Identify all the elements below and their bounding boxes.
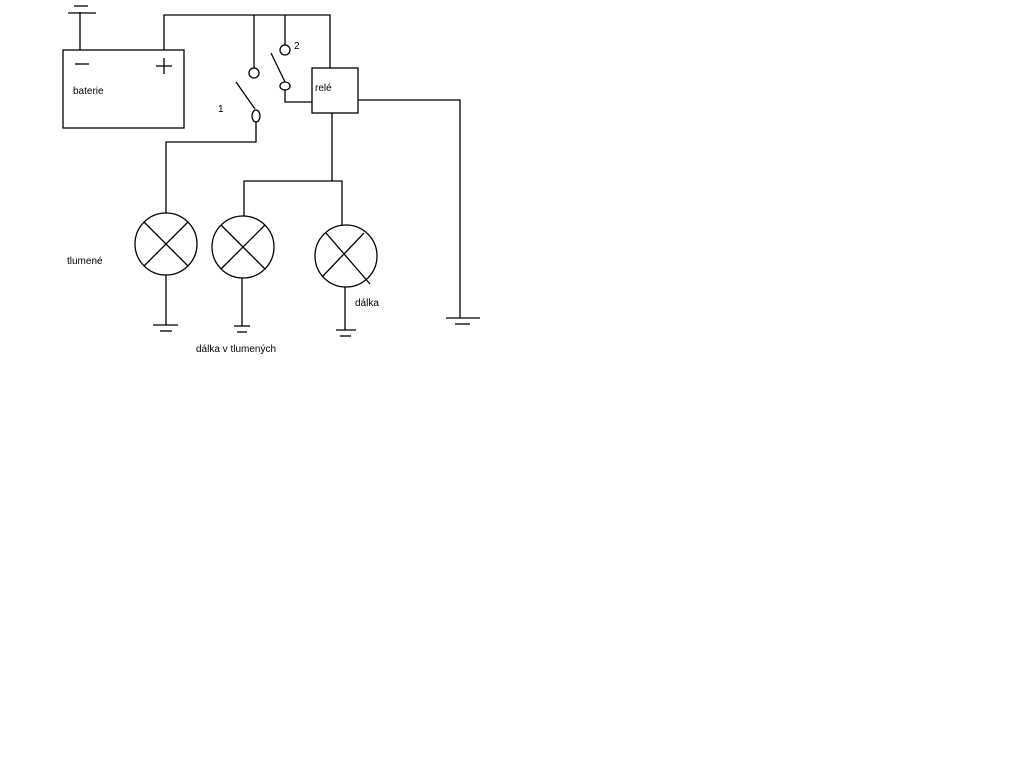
switch-1	[165, 15, 261, 213]
switch-2	[270, 15, 312, 103]
relay	[311, 67, 359, 114]
low-beam-label: tlumené	[67, 256, 103, 267]
high-beam-label: dálka	[355, 298, 379, 309]
lamp-high-in-low	[211, 215, 275, 333]
battery	[62, 49, 185, 129]
battery-label: baterie	[73, 86, 104, 97]
switch-1-label: 1	[218, 104, 224, 115]
wire-relay-ground	[358, 99, 461, 318]
wire-battery-positive	[163, 14, 331, 68]
battery-ground-symbol	[68, 5, 96, 50]
high-in-low-label: dálka v tlumených	[196, 344, 277, 355]
wire-high-beam	[243, 180, 343, 225]
relay-label: relé	[315, 83, 332, 94]
lamp-low-beam	[134, 212, 198, 332]
lamp-high-beam	[314, 224, 378, 337]
relay-ground-symbol	[446, 317, 480, 325]
switch-2-label: 2	[294, 41, 300, 52]
